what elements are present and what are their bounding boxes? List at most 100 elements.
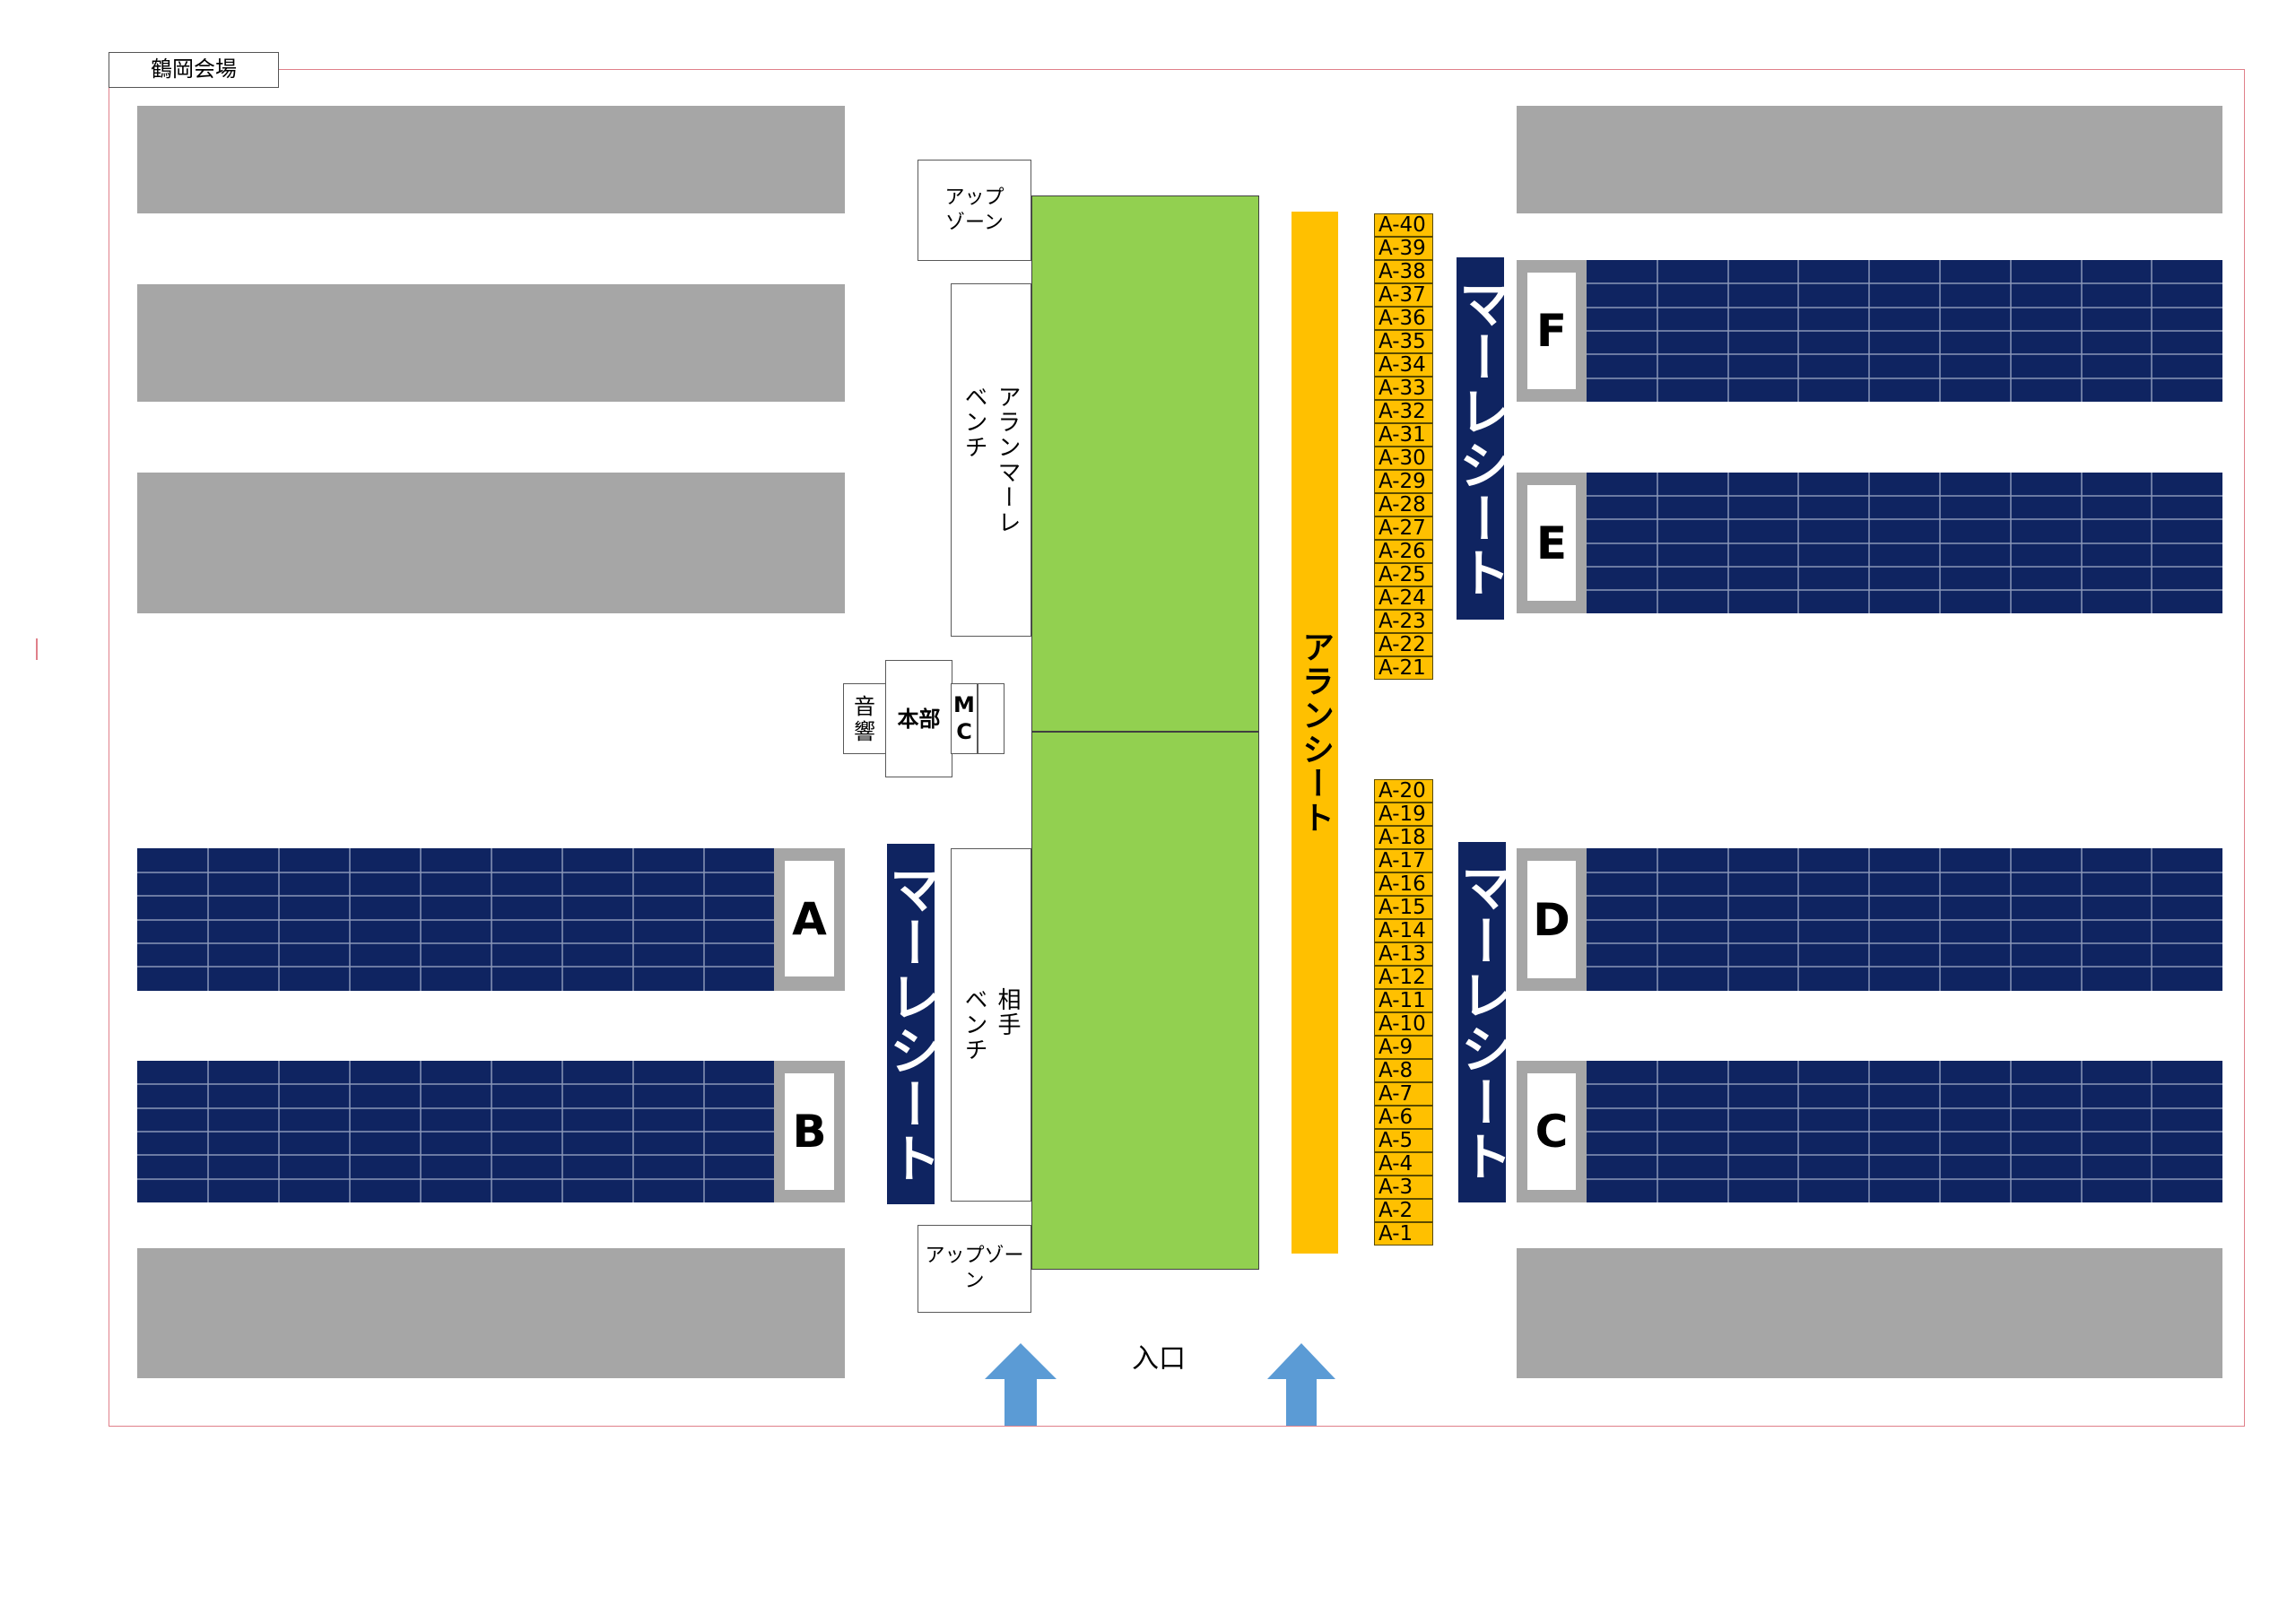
aran-seat-bar: アランシート (1292, 212, 1338, 1254)
a-seat: A-38 (1374, 260, 1433, 283)
gray-block-left-2 (137, 284, 845, 402)
a-seat: A-3 (1374, 1176, 1433, 1199)
a-seat: A-14 (1374, 919, 1433, 942)
entrance-arrow-left (985, 1343, 1057, 1426)
a-seat: A-17 (1374, 849, 1433, 872)
mare-seat-band-right-bottom: マーレシート (1452, 842, 1513, 1202)
entrance-label: 入口 (1132, 1343, 1186, 1375)
court (1031, 195, 1259, 1270)
a-seat: A-39 (1374, 237, 1433, 260)
a-seat: A-8 (1374, 1059, 1433, 1082)
a-seat: A-18 (1374, 826, 1433, 849)
up-arrow-icon (985, 1343, 1057, 1426)
seat-grid-e (1587, 473, 2222, 613)
a-seat: A-4 (1374, 1152, 1433, 1176)
seat-block-b (137, 1061, 774, 1202)
block-label-a: A (785, 861, 834, 976)
a-seat: A-2 (1374, 1199, 1433, 1222)
mare-seat-label-right-top: マーレシート (1449, 277, 1511, 600)
sound-booth-label: 音響 (854, 693, 875, 744)
block-label-f: F (1527, 273, 1576, 389)
a-seat: A-7 (1374, 1082, 1433, 1106)
up-zone-bottom-label: アップゾーン (925, 1245, 1024, 1292)
seat-block-c (1587, 1061, 2222, 1202)
a-seat: A-12 (1374, 966, 1433, 989)
a-seat: A-16 (1374, 872, 1433, 896)
block-label-e: E (1527, 485, 1576, 601)
mare-seat-band-right-top: マーレシート (1450, 257, 1511, 620)
a-seat: A-25 (1374, 563, 1433, 586)
a-seat: A-32 (1374, 400, 1433, 423)
block-label-b: B (785, 1073, 834, 1190)
a-seat: A-27 (1374, 516, 1433, 540)
seat-grid-d (1587, 848, 2222, 991)
seat-grid-b (137, 1061, 774, 1202)
block-label-holder-a: A (774, 848, 845, 991)
seat-grid-f (1587, 260, 2222, 402)
gray-block-left-3 (137, 473, 845, 613)
mare-seat-label-right-bottom: マーレシート (1451, 861, 1513, 1184)
edge-mark (36, 638, 38, 660)
up-zone-top: アップ ゾーン (918, 160, 1031, 261)
block-label-holder-c: C (1517, 1061, 1587, 1202)
entrance-arrow-right (1267, 1343, 1335, 1426)
block-label-d: D (1527, 861, 1576, 978)
up-zone-bottom: アップゾーン (918, 1225, 1031, 1313)
gray-block-left-4 (137, 1248, 845, 1378)
a-seat: A-1 (1374, 1222, 1433, 1245)
seat-block-d (1587, 848, 2222, 991)
a-seat: A-9 (1374, 1036, 1433, 1059)
headquarters-label: 本部 (897, 706, 941, 732)
a-seat: A-15 (1374, 896, 1433, 919)
away-bench: 相手 ベンチ (951, 848, 1031, 1202)
a-seat: A-35 (1374, 330, 1433, 353)
a-seat: A-36 (1374, 307, 1433, 330)
a-seat: A-33 (1374, 377, 1433, 400)
a-seat-column-lower: A-20 A-19 A-18 A-17 A-16 A-15 A-14 A-13 … (1374, 779, 1433, 1245)
a-seat: A-30 (1374, 447, 1433, 470)
a-seat: A-6 (1374, 1106, 1433, 1129)
block-label-holder-f: F (1517, 260, 1587, 402)
seat-block-a (137, 848, 774, 991)
a-seat: A-31 (1374, 423, 1433, 447)
mare-seat-label-left: マーレシート (880, 863, 942, 1185)
headquarters: 本部 (885, 660, 952, 777)
a-seat: A-29 (1374, 470, 1433, 493)
block-label-holder-e: E (1517, 473, 1587, 613)
gray-block-right-1 (1517, 106, 2222, 213)
a-seat: A-5 (1374, 1129, 1433, 1152)
seat-grid-a (137, 848, 774, 991)
gray-block-left-1 (137, 106, 845, 213)
block-label-c: C (1527, 1073, 1576, 1190)
a-seat: A-10 (1374, 1012, 1433, 1036)
seat-grid-c (1587, 1061, 2222, 1202)
a-seat: A-22 (1374, 633, 1433, 656)
a-seat: A-24 (1374, 586, 1433, 610)
venue-frame (109, 69, 2245, 1427)
a-seat: A-19 (1374, 803, 1433, 826)
aran-mare-bench: アランマーレ ベンチ (951, 283, 1031, 637)
mare-seat-band-left: マーレシート (881, 844, 942, 1204)
a-seat: A-13 (1374, 942, 1433, 966)
a-seat: A-40 (1374, 213, 1433, 237)
block-label-holder-d: D (1517, 848, 1587, 991)
a-seat: A-34 (1374, 353, 1433, 377)
mc-side-box (978, 683, 1004, 754)
mc-booth-label: MC (952, 691, 977, 746)
a-seat: A-20 (1374, 779, 1433, 803)
sound-booth: 音響 (843, 683, 886, 754)
a-seat: A-26 (1374, 540, 1433, 563)
venue-title: 鶴岡会場 (109, 52, 279, 88)
up-zone-top-label: アップ ゾーン (944, 186, 1004, 234)
a-seat-column-upper: A-40 A-39 A-38 A-37 A-36 A-35 A-34 A-33 … (1374, 213, 1433, 680)
gray-block-right-2 (1517, 1248, 2222, 1378)
block-label-holder-b: B (774, 1061, 845, 1202)
seat-block-e (1587, 473, 2222, 613)
a-seat: A-11 (1374, 989, 1433, 1012)
court-center-line (1031, 731, 1259, 733)
mc-booth: MC (951, 683, 978, 754)
a-seat: A-21 (1374, 656, 1433, 680)
aran-mare-bench-label: アランマーレ ベンチ (961, 385, 1021, 535)
away-bench-label: 相手 ベンチ (961, 987, 1021, 1063)
aran-seat-label: アランシート (1297, 630, 1334, 835)
